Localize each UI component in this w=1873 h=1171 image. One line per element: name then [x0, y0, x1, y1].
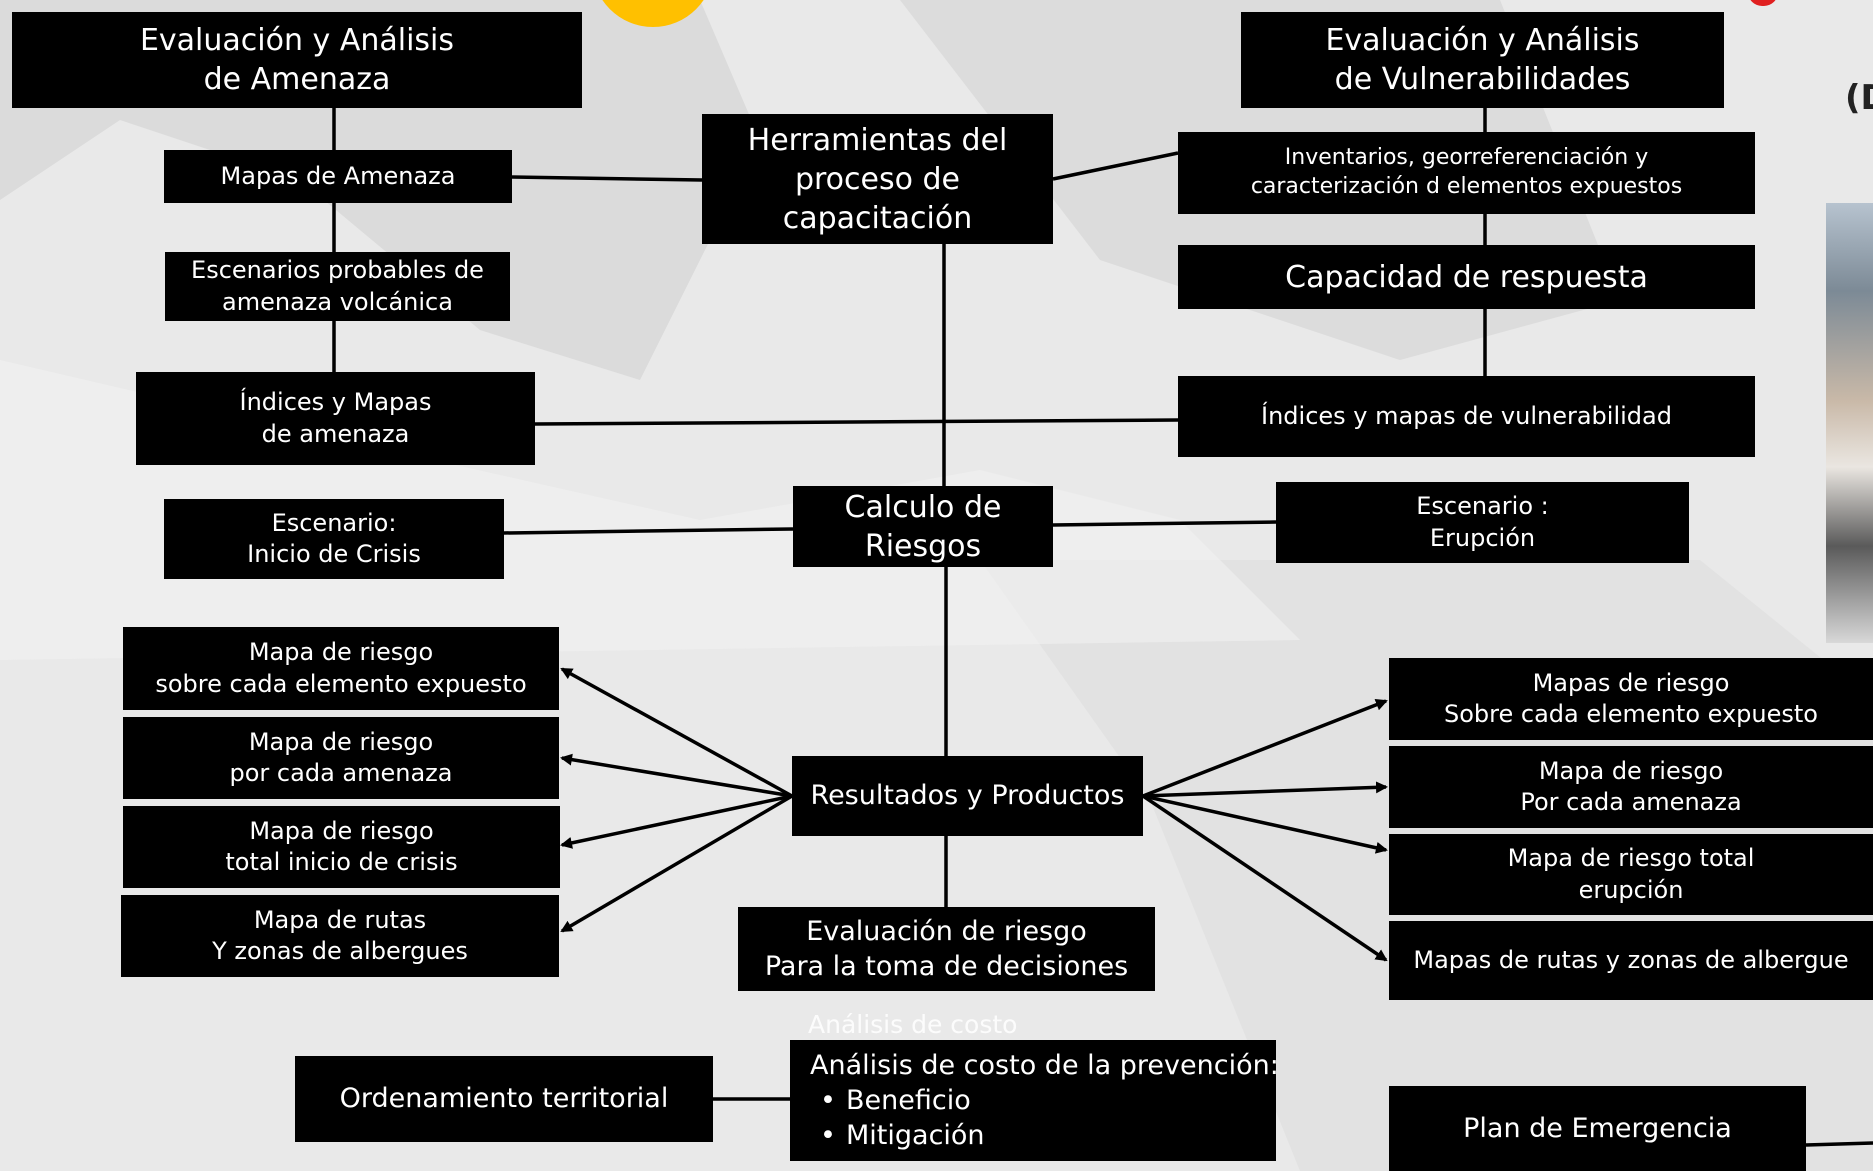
- vulnerability-evaluation-line-1: Evaluación y Análisis: [1325, 23, 1640, 58]
- right-product-1-line-2: Sobre cada elemento expuesto: [1444, 700, 1818, 728]
- cost-benefit-item: Beneficio: [810, 1083, 971, 1118]
- volcanic-scenarios-box: Escenarios probables de amenaza volcánic…: [165, 252, 510, 321]
- territorial-planning-box: Ordenamiento territorial: [295, 1056, 713, 1142]
- left-product-box: Mapa de riesgo total inicio de crisis: [123, 806, 560, 888]
- left-product-2-line-2: por cada amenaza: [229, 759, 453, 787]
- left-product-1-line-1: Mapa de riesgo: [248, 638, 434, 667]
- cost-analysis-title: Análisis de costo de la prevención:: [810, 1049, 1279, 1081]
- threat-indices-line-1: Índices y Mapas: [239, 388, 432, 417]
- right-product-2-line-2: Por cada amenaza: [1520, 788, 1742, 816]
- risk-evaluation-line-2: Para la toma de decisiones: [764, 951, 1129, 982]
- side-fragment-text: (D: [1845, 78, 1873, 118]
- left-product-3-line-1: Mapa de riesgo: [249, 816, 434, 845]
- threat-evaluation-line-2: de Amenaza: [203, 62, 391, 97]
- left-product-box: Mapa de riesgo por cada amenaza: [123, 717, 559, 799]
- volcanic-scenarios-line-1: Escenarios probables de: [191, 256, 484, 285]
- training-tools-line-3: capacitación: [782, 200, 973, 236]
- threat-indices-line-2: de amenaza: [261, 419, 410, 448]
- eruption-scenario-line-1: Escenario :: [1416, 492, 1549, 521]
- vulnerability-indices-label: Índices y mapas de vulnerabilidad: [1261, 401, 1672, 430]
- risk-evaluation-line-1: Evaluación de riesgo: [806, 915, 1087, 947]
- crisis-scenario-box: Escenario: Inicio de Crisis: [164, 499, 504, 579]
- risk-evaluation-box: Evaluación de riesgo Para la toma de dec…: [738, 907, 1155, 991]
- training-tools-box: Herramientas del proceso de capacitación: [702, 114, 1053, 244]
- inventories-line-2: caracterización d elementos expuestos: [1250, 174, 1683, 199]
- crisis-scenario-line-2: Inicio de Crisis: [247, 540, 421, 568]
- vulnerability-evaluation-box: Evaluación y Análisis de Vulnerabilidade…: [1241, 12, 1724, 108]
- left-product-1-line-2: sobre cada elemento expuesto: [155, 669, 527, 698]
- training-tools-line-1: Herramientas del: [747, 122, 1008, 158]
- right-product-1-line-1: Mapas de riesgo: [1532, 668, 1730, 697]
- right-product-2-line-1: Mapa de riesgo: [1538, 756, 1724, 785]
- results-products-label: Resultados y Productos: [810, 780, 1125, 812]
- left-product-4-line-1: Mapa de rutas: [253, 905, 427, 934]
- threat-maps-box: Mapas de Amenaza: [164, 150, 512, 203]
- cost-analysis-box: Análisis de costo de la prevención: Bene…: [790, 1040, 1279, 1161]
- right-product-4-line-1: Mapas de rutas y zonas de albergue: [1413, 945, 1849, 974]
- right-product-box: Mapas de rutas y zonas de albergue: [1389, 921, 1873, 1000]
- vulnerability-evaluation-line-2: de Vulnerabilidades: [1334, 62, 1631, 97]
- response-capacity-label: Capacidad de respuesta: [1285, 259, 1648, 295]
- left-product-2-line-1: Mapa de riesgo: [248, 727, 434, 756]
- red-shape-decoration: [1748, 0, 1778, 6]
- cost-mitigation-item: Mitigación: [810, 1118, 985, 1153]
- right-product-box: Mapa de riesgo Por cada amenaza: [1389, 746, 1873, 828]
- emergency-plan-box: Plan de Emergencia: [1389, 1086, 1806, 1171]
- emergency-plan-label: Plan de Emergencia: [1463, 1112, 1732, 1144]
- right-product-box: Mapa de riesgo total erupción: [1389, 834, 1873, 915]
- training-tools-line-2: proceso de: [794, 161, 961, 197]
- risk-calculation-line-1: Calculo de: [844, 489, 1002, 525]
- left-product-3-line-2: total inicio de crisis: [225, 848, 458, 876]
- risk-calculation-box: Calculo de Riesgos: [793, 486, 1053, 567]
- left-product-box: Mapa de rutas Y zonas de albergues: [121, 895, 559, 977]
- volcanic-scenarios-line-2: amenaza volcánica: [222, 287, 453, 316]
- crisis-scenario-line-1: Escenario:: [271, 508, 397, 537]
- threat-maps-label: Mapas de Amenaza: [220, 161, 456, 190]
- response-capacity-box: Capacidad de respuesta: [1178, 245, 1755, 309]
- right-product-3-line-2: erupción: [1578, 875, 1684, 904]
- left-product-box: Mapa de riesgo sobre cada elemento expue…: [123, 627, 559, 710]
- side-photo: [1826, 203, 1873, 643]
- right-product-box: Mapas de riesgo Sobre cada elemento expu…: [1389, 658, 1873, 740]
- inventories-box: Inventarios, georreferenciación y caract…: [1178, 132, 1755, 214]
- right-product-3-line-1: Mapa de riesgo total: [1507, 844, 1755, 873]
- results-products-box: Resultados y Productos: [792, 756, 1143, 836]
- threat-evaluation-box: Evaluación y Análisis de Amenaza: [12, 12, 582, 108]
- inventories-line-1: Inventarios, georreferenciación y: [1284, 145, 1649, 171]
- risk-calculation-line-2: Riesgos: [864, 528, 982, 564]
- vulnerability-indices-box: Índices y mapas de vulnerabilidad: [1178, 376, 1755, 457]
- cost-analysis-ghost-text: Análisis de costo: [808, 1010, 1018, 1039]
- left-product-4-line-2: Y zonas de albergues: [212, 937, 468, 965]
- threat-evaluation-line-1: Evaluación y Análisis: [139, 23, 455, 58]
- territorial-planning-label: Ordenamiento territorial: [339, 1083, 669, 1115]
- eruption-scenario-box: Escenario : Erupción: [1276, 482, 1689, 563]
- threat-indices-box: Índices y Mapas de amenaza: [136, 372, 535, 465]
- eruption-scenario-line-2: Erupción: [1429, 523, 1536, 552]
